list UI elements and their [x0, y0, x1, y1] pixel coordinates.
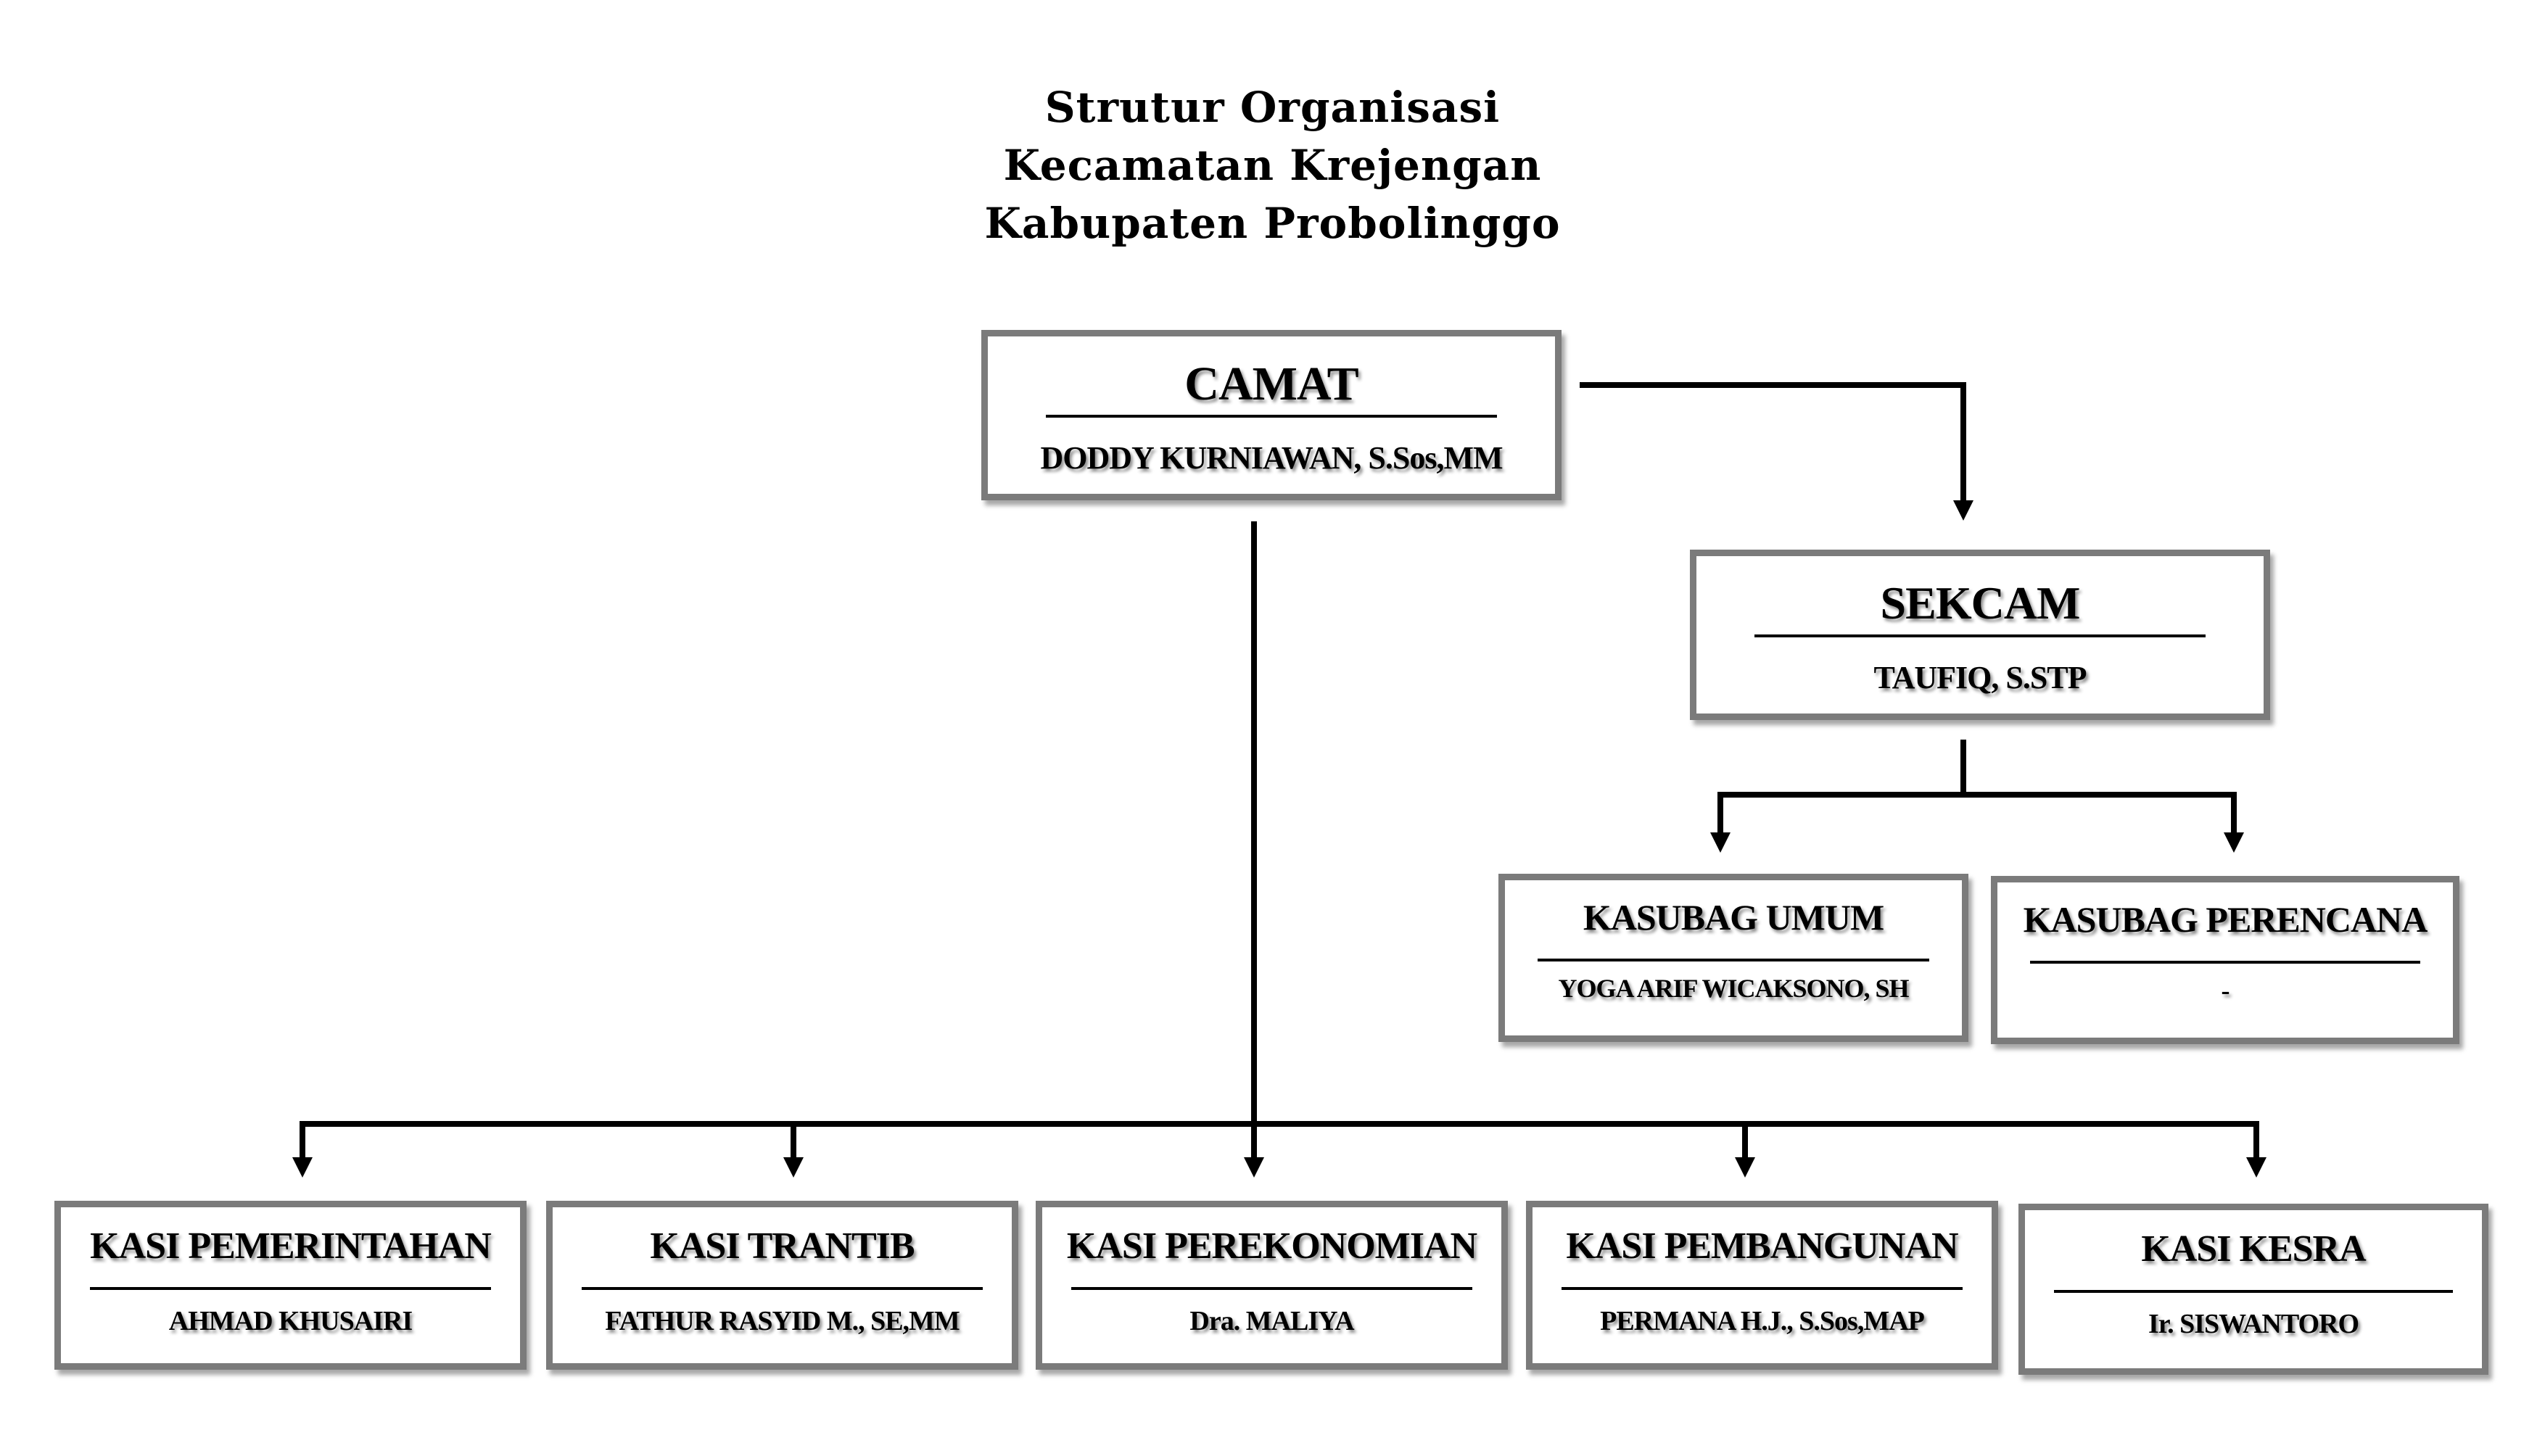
title-line-3: Kabupaten Probolinggo: [984, 199, 1561, 248]
node-role: KASI PEREKONOMIAN: [1066, 1225, 1477, 1267]
node-kasubag-perencana: KASUBAG PERENCANA -: [1991, 876, 2459, 1044]
node-role: KASUBAG PERENCANA: [2023, 899, 2428, 940]
node-divider: [1754, 634, 2206, 637]
node-divider: [582, 1287, 983, 1290]
node-role: KASI TRANTIB: [650, 1225, 915, 1267]
node-kasi-kesra: KASI KESRA Ir. SISWANTORO: [2018, 1204, 2488, 1375]
node-name: -: [2221, 976, 2230, 1005]
node-divider: [1562, 1287, 1963, 1290]
arrowhead-kasubag-perencana: [2224, 832, 2244, 853]
arrowhead-kasi-3: [1244, 1157, 1264, 1178]
node-name: FATHUR RASYID M., SE,MM: [605, 1306, 960, 1336]
arrowhead-kasi-1: [292, 1157, 313, 1178]
node-kasi-trantib: KASI TRANTIB FATHUR RASYID M., SE,MM: [546, 1201, 1018, 1370]
node-divider: [2030, 961, 2420, 964]
arrowhead-kasi-4: [1735, 1157, 1755, 1178]
node-divider: [90, 1287, 491, 1290]
node-name: AHMAD KHUSAIRI: [168, 1306, 413, 1336]
node-kasi-pemerintahan: KASI PEMERINTAHAN AHMAD KHUSAIRI: [54, 1201, 527, 1370]
node-name: Dra. MALIYA: [1189, 1306, 1354, 1336]
node-divider: [2054, 1290, 2453, 1293]
connector-camat-sekcam: [1580, 382, 1966, 503]
node-divider: [1046, 415, 1497, 418]
node-role: KASUBAG UMUM: [1583, 897, 1884, 938]
arrowhead-sekcam: [1953, 500, 1973, 521]
node-name: YOGA ARIF WICAKSONO, SH: [1558, 974, 1909, 1003]
node-name: Ir. SISWANTORO: [2148, 1309, 2359, 1339]
node-kasi-perekonomian: KASI PEREKONOMIAN Dra. MALIYA: [1036, 1201, 1508, 1370]
node-kasubag-umum: KASUBAG UMUM YOGA ARIF WICAKSONO, SH: [1498, 874, 1968, 1042]
node-role: KASI PEMERINTAHAN: [90, 1225, 492, 1267]
node-role: KASI KESRA: [2141, 1228, 2366, 1270]
arrowhead-kasi-2: [783, 1157, 804, 1178]
node-name: PERMANA H.J., S.Sos,MAP: [1600, 1306, 1925, 1336]
node-role: KASI PEMBANGUNAN: [1566, 1225, 1958, 1267]
arrowhead-kasubag-umum: [1710, 832, 1731, 853]
node-sekcam: SEKCAM TAUFIQ, S.STP: [1690, 550, 2270, 720]
node-camat: CAMAT DODDY KURNIAWAN, S.Sos,MM: [981, 330, 1562, 500]
node-divider: [1538, 959, 1929, 961]
node-name: DODDY KURNIAWAN, S.Sos,MM: [1040, 440, 1503, 476]
arrowhead-kasi-5: [2246, 1157, 2266, 1178]
title-line-1: Strutur Organisasi: [1044, 83, 1501, 132]
node-role: SEKCAM: [1880, 577, 2081, 629]
node-kasi-pembangunan: KASI PEMBANGUNAN PERMANA H.J., S.Sos,MAP: [1526, 1201, 1998, 1370]
title-line-2: Kecamatan Krejengan: [1003, 141, 1542, 190]
chart-title: Strutur Organisasi Kecamatan Krejengan K…: [0, 78, 2545, 252]
node-role: CAMAT: [1184, 357, 1358, 410]
node-divider: [1071, 1287, 1472, 1290]
node-name: TAUFIQ, S.STP: [1873, 660, 2087, 695]
